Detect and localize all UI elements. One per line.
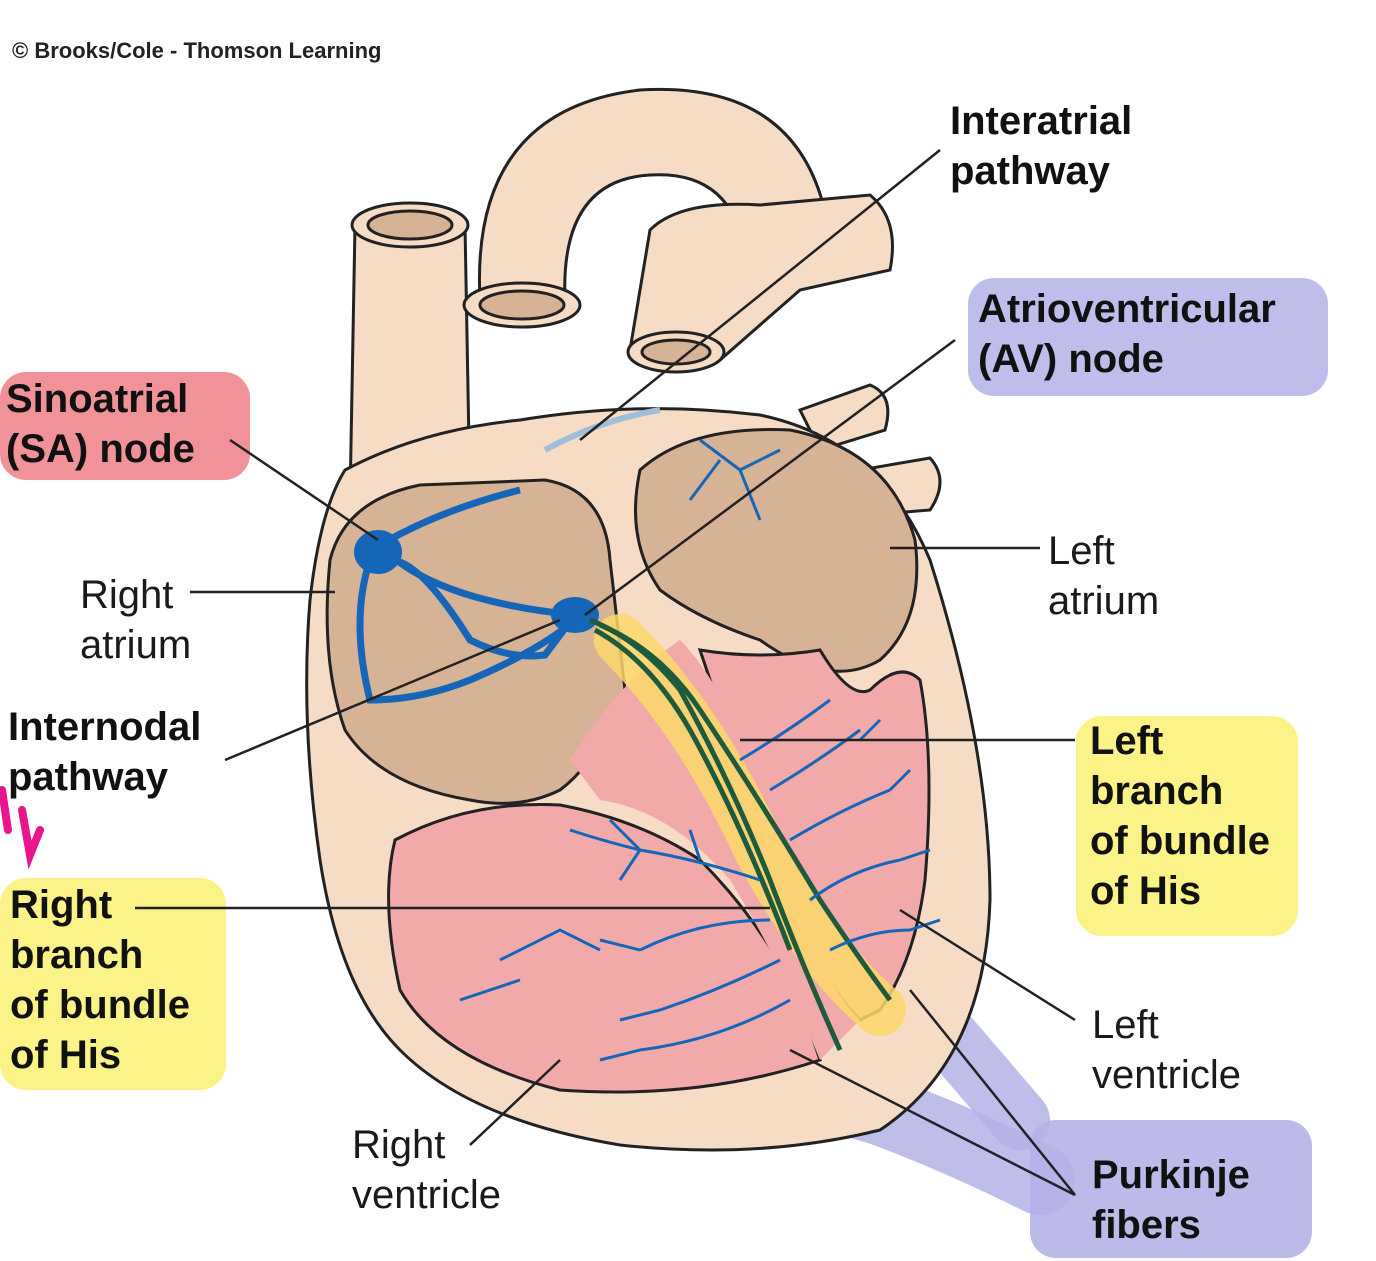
pen-scribble <box>0 786 44 870</box>
purkinje-highlight <box>1030 1120 1312 1258</box>
av-node-highlight <box>968 278 1328 396</box>
label-right-atrium: Right atrium <box>80 573 192 667</box>
label-internodal-pathway: Internodal pathway <box>8 705 202 799</box>
label-left-atrium: Left atrium <box>1048 529 1160 623</box>
label-sa-node: Sinoatrial (SA) node <box>6 377 195 471</box>
label-purkinje-fibers: Purkinje fibers <box>1092 1153 1250 1247</box>
bundle-of-his <box>589 617 893 1052</box>
left-atrium-chamber <box>634 428 919 673</box>
purkinje-network <box>459 438 941 1062</box>
av-node <box>551 597 599 633</box>
label-left-branch: Left branch of bundle of His <box>1090 719 1270 913</box>
label-right-ventricle: Right ventricle <box>352 1123 501 1217</box>
leader-lines <box>135 149 1076 1197</box>
label-left-ventricle: Left ventricle <box>1092 1003 1241 1097</box>
interatrial-pathway <box>543 407 661 453</box>
copyright-notice: © Brooks/Cole - Thomson Learning <box>12 38 382 63</box>
right-branch-highlight <box>0 878 226 1090</box>
septum-region <box>570 640 860 1060</box>
label-interatrial-pathway: Interatrial pathway <box>950 99 1133 193</box>
sa-node-highlight <box>0 372 250 480</box>
label-av-node: Atrioventricular (AV) node <box>978 287 1276 381</box>
sa-node <box>354 530 402 574</box>
great-vessels <box>348 87 942 517</box>
left-branch-highlight <box>1076 716 1298 936</box>
label-right-branch: Right branch of bundle of His <box>10 883 190 1077</box>
